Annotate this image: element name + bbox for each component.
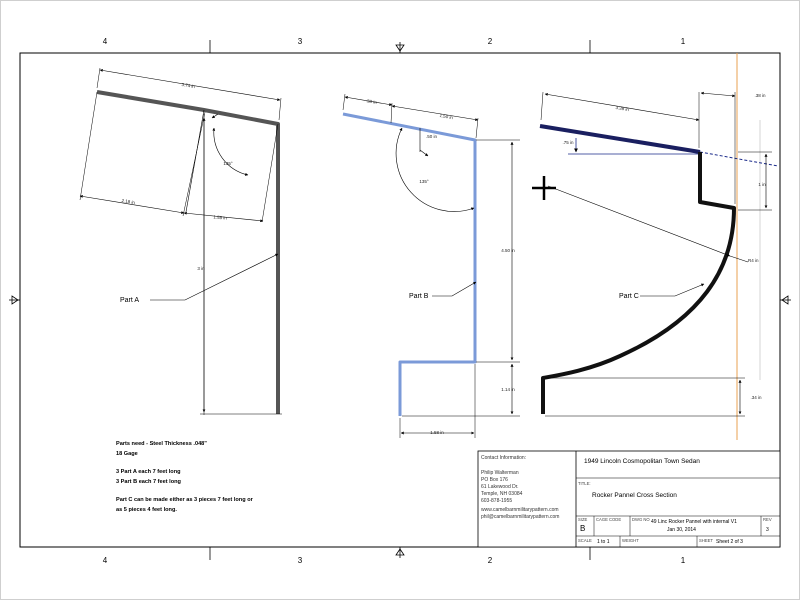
part-b-dim-angle: 135°	[419, 179, 429, 184]
contact-name: Philip Walterman	[481, 470, 519, 476]
zone-label-bottom: 4	[103, 556, 108, 565]
part-c-view: 3.38 in .38 in .75 in 1 in R4 in .34 in …	[532, 53, 779, 440]
contact-city: Temple, NH 03084	[481, 491, 523, 497]
part-a-dim-angle: 135°	[223, 161, 233, 166]
part-a-view: 3.74 in 2.18 in 1.58 in 3 in 135° Part A	[79, 67, 282, 415]
contact-website: www.camelbarnmilitarypattern.com	[481, 507, 559, 513]
part-c-profile	[541, 152, 736, 414]
scale-label: SCALE	[578, 538, 592, 543]
contact-email: phil@camelbarnmilitarypattern.com	[481, 514, 559, 520]
dwg-no-label: DWG NO	[632, 517, 650, 522]
part-b-dim-lip: .38 in	[365, 98, 377, 105]
zone-label-bottom: 3	[298, 556, 303, 565]
contact-pobox: PO Box 176	[481, 477, 508, 483]
contact-street: 61 Lakewood Dr.	[481, 484, 519, 490]
note-part-b-qty: 3 Part B each 7 feet long	[116, 479, 182, 485]
zone-label-bottom: 2	[488, 556, 493, 565]
part-a-dim-height: 3 in	[197, 266, 205, 271]
title-label: TITLE:	[578, 481, 591, 486]
weight-label: WEIGHT	[622, 538, 639, 543]
note-thickness: Parts need - Steel Thickness .048"	[116, 441, 207, 447]
size-value: B	[580, 524, 585, 533]
part-b-dim-foot-width: 1.58 in	[430, 430, 444, 435]
zone-ticks	[209, 40, 591, 560]
zone-label-top: 1	[681, 37, 686, 46]
part-b-view: .38 in 1.50 in .50 in 135° 4.50 in 1.14 …	[342, 93, 520, 438]
sheet-label: SHEET	[699, 538, 713, 543]
centering-marks	[9, 42, 791, 558]
sheet-value: Sheet 2 of 3	[716, 539, 743, 545]
part-c-dim-angle-mark: .75 in	[562, 140, 574, 145]
zone-label-top: 2	[488, 37, 493, 46]
part-a-dim-overall: 3.74 in	[181, 82, 196, 89]
note-gage: 18 Gage	[116, 451, 138, 457]
note-part-a-qty: 3 Part A each 7 feet long	[116, 469, 181, 475]
dwg-no-value: 49 Linc Rocker Pannel with internal V1	[651, 519, 737, 525]
project-name: 1949 Lincoln Cosmopolitan Town Sedan	[584, 458, 700, 465]
note-part-c-option-cont: as 5 pieces 4 feet long.	[116, 507, 177, 513]
part-c-label: Part C	[619, 293, 639, 300]
zone-label-top: 4	[103, 37, 108, 46]
fabrication-notes: Parts need - Steel Thickness .048" 18 Ga…	[116, 441, 254, 513]
part-a-dim-flange: 1.58 in	[213, 214, 227, 220]
part-c-dim-radius: R4 in	[748, 258, 759, 263]
contact-heading: Contact Information:	[481, 455, 526, 461]
part-a-profile	[96, 90, 280, 414]
drawing-title: Rocker Pannel Cross Section	[592, 492, 677, 499]
cage-code-label: CAGE CODE	[596, 517, 621, 522]
title-block: Contact Information: Philip Walterman PO…	[477, 450, 781, 548]
zone-label-bottom: 1	[681, 556, 686, 565]
rev-label: REV	[763, 517, 772, 522]
part-b-dim-foot-height: 1.14 in	[501, 387, 515, 392]
part-b-dim-offset: .50 in	[426, 134, 438, 139]
zone-label-top: 3	[298, 37, 303, 46]
rev-value: 3	[766, 527, 769, 533]
crosshair-marker	[532, 176, 556, 200]
scale-value: 1 to 1	[597, 539, 610, 545]
part-b-profile	[342, 112, 477, 416]
part-b-label: Part B	[409, 293, 429, 300]
date-value: Jan 30, 2014	[667, 527, 696, 533]
part-a-label: Part A	[120, 297, 139, 304]
size-label: SIZE	[578, 517, 588, 522]
part-c-dim-foot: .34 in	[750, 395, 762, 400]
contact-phone: 603-878-1955	[481, 498, 512, 504]
part-b-dim-height: 4.50 in	[501, 248, 515, 253]
part-b-dim-top: 1.50 in	[439, 113, 454, 120]
note-part-c-option: Part C can be made either as 3 pieces 7 …	[116, 497, 254, 503]
part-c-dim-step: .38 in	[754, 93, 766, 98]
part-a-dim-lower: 2.18 in	[121, 198, 136, 205]
part-c-top-flange	[539, 124, 701, 154]
part-c-dim-drop: 1 in	[758, 182, 766, 187]
part-c-dim-top: 3.38 in	[615, 105, 630, 112]
